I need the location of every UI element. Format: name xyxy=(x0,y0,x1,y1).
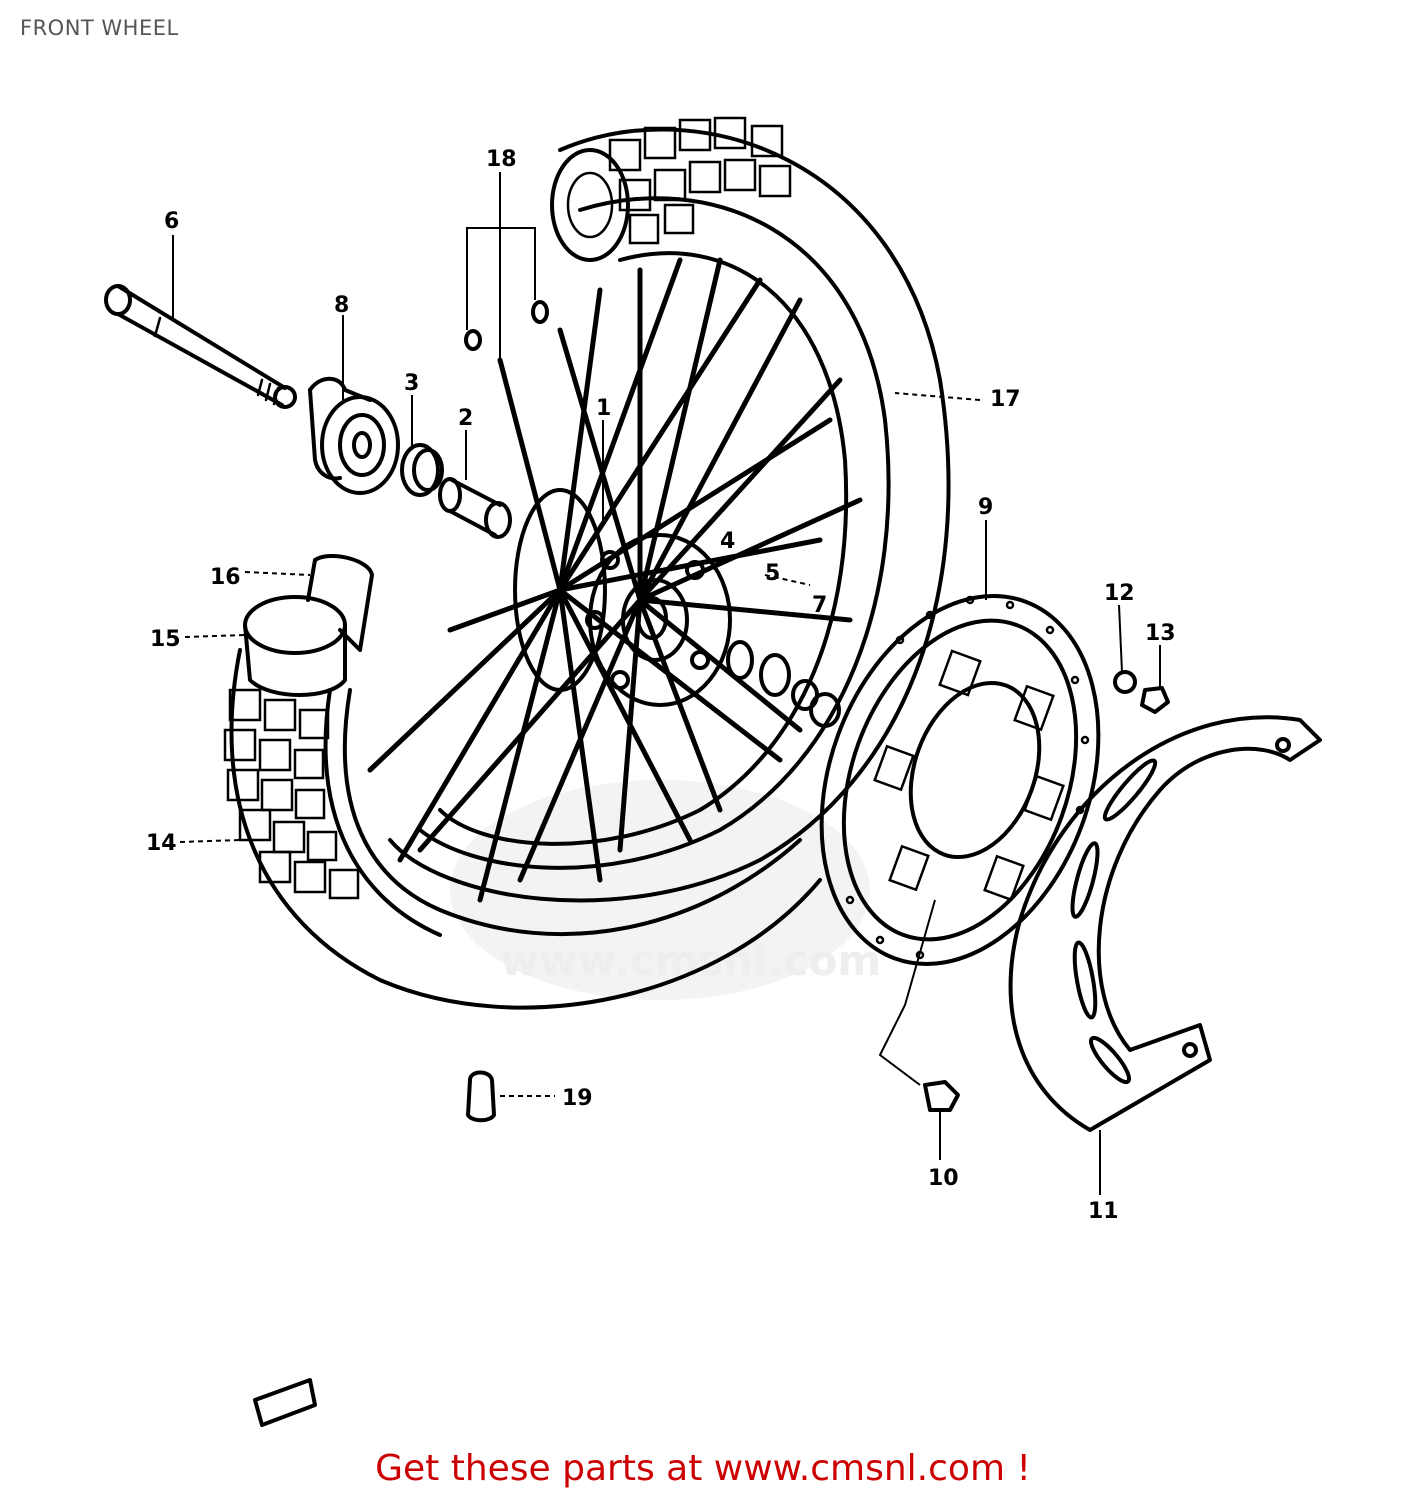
callout-2: 2 xyxy=(458,406,473,431)
callout-8: 8 xyxy=(334,293,349,318)
disc-cover xyxy=(1008,715,1322,1132)
callout-12: 12 xyxy=(1104,581,1135,606)
spoke-nipples xyxy=(464,300,549,351)
hub xyxy=(513,488,732,707)
corner-mark xyxy=(253,1378,317,1427)
callout-14: 14 xyxy=(146,831,177,856)
leader-lines xyxy=(172,172,1161,1195)
parts-diagram: www.cmsnl.com xyxy=(104,116,1322,1427)
callout-13: 13 xyxy=(1145,621,1176,646)
disc-bolt xyxy=(923,1080,960,1112)
callout-1: 1 xyxy=(596,396,611,421)
callout-labels: 6 8 3 2 1 18 17 9 12 13 4 5 7 16 15 14 1… xyxy=(146,147,1176,1224)
callout-11: 11 xyxy=(1088,1199,1119,1224)
callout-4: 4 xyxy=(720,529,735,554)
bearing-left xyxy=(400,443,444,497)
speedometer-gearbox xyxy=(308,376,400,495)
rim-drawing xyxy=(388,116,951,903)
watermark-text: www.cmsnl.com xyxy=(500,936,881,985)
tube-and-band xyxy=(243,554,374,697)
right-hub-parts xyxy=(726,640,841,728)
brake-disc xyxy=(819,594,1101,966)
callout-15: 15 xyxy=(150,627,181,652)
callout-3: 3 xyxy=(404,371,419,396)
callout-5: 5 xyxy=(765,561,780,586)
page-title: FRONT WHEEL xyxy=(20,16,179,40)
callout-19: 19 xyxy=(562,1086,593,1111)
spacer xyxy=(438,477,512,539)
callout-6: 6 xyxy=(164,209,179,234)
cover-bolts xyxy=(1113,670,1170,714)
watermark: www.cmsnl.com xyxy=(450,780,881,1000)
callout-7: 7 xyxy=(812,593,827,618)
tire xyxy=(223,648,822,1010)
callout-16: 16 xyxy=(210,565,241,590)
tire-tread-top xyxy=(550,116,792,262)
axle xyxy=(104,284,297,409)
callout-18: 18 xyxy=(486,147,517,172)
cmsnl-link[interactable]: Get these parts at www.cmsnl.com ! xyxy=(375,1448,1031,1489)
callout-10: 10 xyxy=(928,1166,959,1191)
callout-17: 17 xyxy=(990,387,1021,412)
valve-cap xyxy=(466,1070,496,1123)
callout-9: 9 xyxy=(978,495,993,520)
